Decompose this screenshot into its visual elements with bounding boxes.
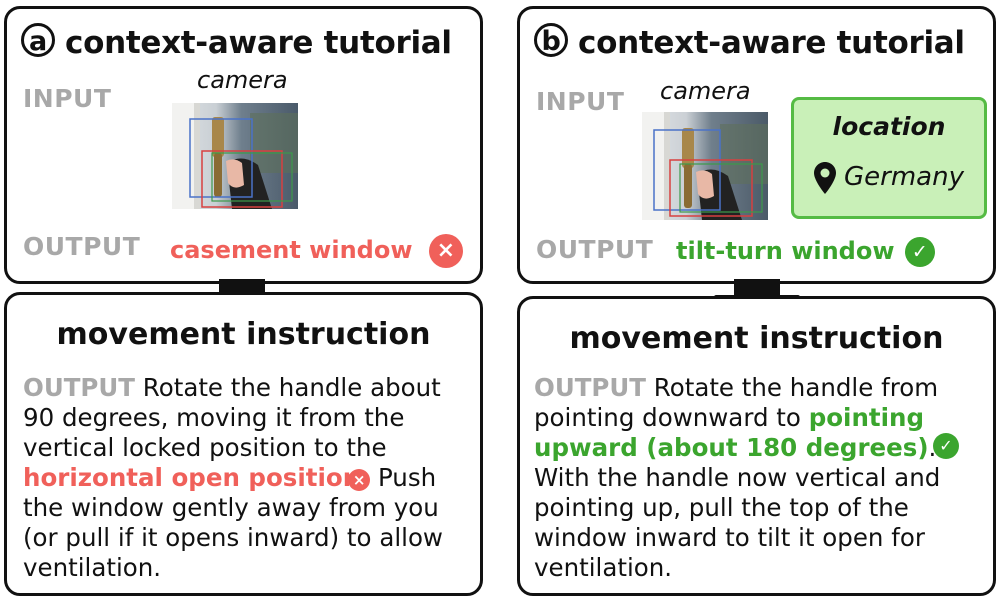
panel-b-output-label: OUTPUT: [536, 235, 654, 264]
panel-b-instruction-title: movement instruction: [569, 321, 944, 356]
panel-a-result: casement window ×: [170, 234, 463, 268]
panel-a-letter: a: [21, 23, 55, 57]
panel-b-camera-photo: [642, 112, 768, 220]
panel-b-camera-label: camera: [660, 77, 751, 105]
panel-b-letter: b: [534, 23, 568, 57]
panel-a-tutorial-box: a context-aware tutorial INPUT camera: [4, 6, 483, 284]
panel-a-title: a context-aware tutorial: [21, 23, 452, 61]
panel-a-instruction-text-2: Push the window gently away from you (or…: [23, 463, 443, 582]
panel-b-location-value: Germany: [844, 162, 964, 192]
panel-b-title-text: context-aware tutorial: [578, 25, 965, 61]
panel-b-instruction-text-1: Rotate the handle from pointing downward…: [534, 373, 939, 432]
panel-a-instruction-output-label: OUTPUT: [23, 373, 135, 402]
check-circle-icon: ✓: [904, 237, 935, 267]
x-circle-icon: ×: [428, 234, 463, 268]
panel-a-instruction-title: movement instruction: [56, 317, 431, 352]
x-circle-icon: ×: [348, 469, 371, 491]
panel-b-location-title: location: [832, 112, 946, 141]
panel-b-input-label: INPUT: [536, 87, 625, 116]
panel-a-camera-label: camera: [197, 66, 288, 94]
panel-b-title: b context-aware tutorial: [534, 23, 965, 61]
panel-a-title-text: context-aware tutorial: [65, 25, 452, 61]
panel-a-instruction-box: movement instruction OUTPUT Rotate the h…: [4, 292, 483, 596]
panel-b-location-box: location Germany: [791, 97, 987, 219]
panel-a-input-label: INPUT: [23, 84, 112, 113]
panel-a-output-label: OUTPUT: [23, 232, 141, 261]
panel-a-instruction-text-1: Rotate the handle about 90 degrees, movi…: [23, 373, 441, 462]
panel-a-result-text: casement window: [170, 236, 413, 264]
panel-b-instruction-highlight: pointing upward (about 180 degrees): [534, 403, 929, 462]
panel-b-instruction-text-2: . With the handle now vertical and point…: [534, 433, 941, 582]
check-circle-icon: ✓: [933, 433, 959, 459]
panel-b-result: tilt-turn window ✓: [676, 237, 935, 267]
panel-b-instruction-output-label: OUTPUT: [534, 373, 646, 402]
map-pin-icon: [814, 162, 836, 194]
panel-a-instruction-highlight: horizontal open position: [23, 463, 361, 492]
panel-a-instruction-body: OUTPUT Rotate the handle about 90 degree…: [23, 373, 473, 583]
panel-b-instruction-body: OUTPUT Rotate the handle from pointing d…: [534, 373, 986, 583]
panel-b-tutorial-box: b context-aware tutorial INPUT camera: [517, 6, 996, 284]
panel-a-camera-photo: [172, 103, 298, 209]
panel-b-instruction-box: movement instruction OUTPUT Rotate the h…: [517, 296, 996, 596]
panel-b-result-text: tilt-turn window: [676, 237, 895, 265]
